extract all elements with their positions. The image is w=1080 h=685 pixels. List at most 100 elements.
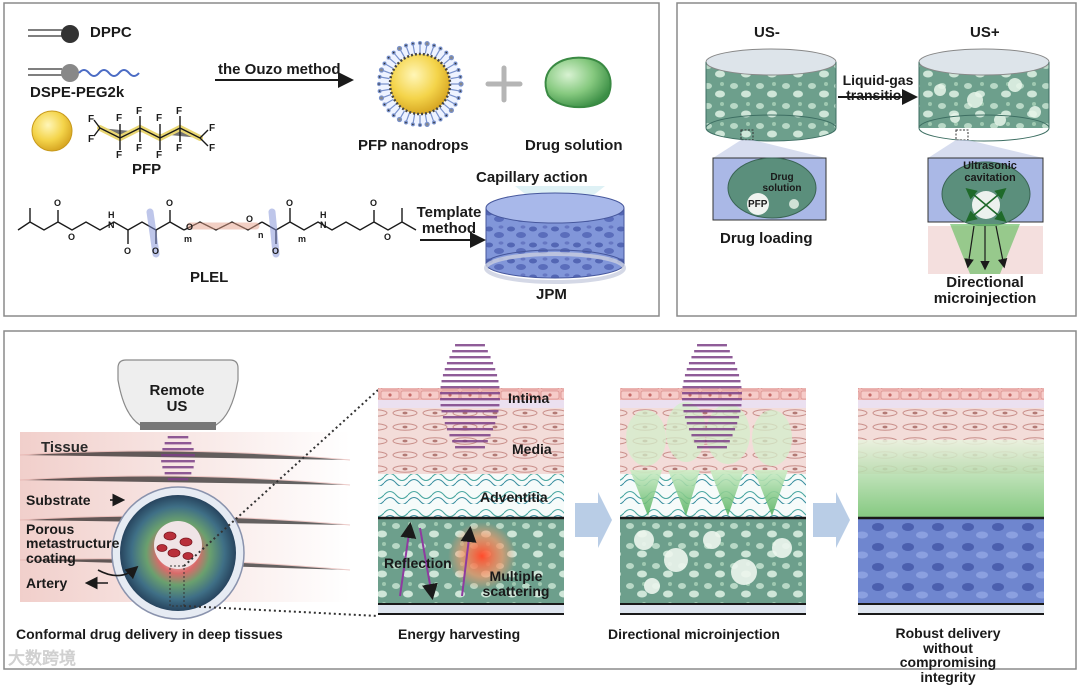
- media-label: Media: [512, 441, 552, 457]
- drug-loading-inset: [712, 157, 827, 221]
- us-wave-line: [452, 350, 488, 353]
- fluorine-atom-label: F: [88, 134, 94, 145]
- lipid-head: [386, 55, 391, 60]
- us-wave-line: [682, 386, 742, 389]
- lipid-tail: [448, 69, 458, 74]
- fluorine-atom-label: F: [116, 113, 122, 124]
- oxygen-atom-label: O: [68, 232, 75, 242]
- nitrogen-atom-label: N: [108, 220, 115, 230]
- us-waves-tile-3: [682, 344, 742, 449]
- microinjection-jets: [928, 224, 1043, 274]
- caption-robust-delivery: Robust delivery without compromising int…: [895, 625, 1001, 685]
- fluorine-atom-label: F: [156, 150, 162, 161]
- us-wave-line: [440, 392, 500, 395]
- lipid-tail: [385, 63, 394, 70]
- artery-label: Artery: [26, 575, 68, 591]
- jpm-label: JPM: [536, 286, 567, 303]
- lipid-head: [418, 40, 423, 45]
- drug-loading-label: Drug loading: [720, 230, 813, 247]
- lipid-head: [444, 113, 449, 118]
- us-wave-line: [683, 380, 741, 383]
- lipid-head: [403, 43, 408, 48]
- lipid-head: [377, 89, 382, 94]
- lipid-tail: [446, 63, 455, 70]
- remote-us-label: Remote US: [149, 382, 205, 415]
- lipid-tail: [450, 88, 460, 92]
- artery-cross-section: [111, 486, 245, 620]
- us-wave-line: [691, 356, 733, 359]
- pfp-nanodrop-icon: [377, 40, 464, 127]
- dspe-peg2k-icon: [28, 64, 140, 82]
- directional-microinjection-label: Directional microinjection: [933, 274, 1037, 307]
- lipid-tail: [405, 46, 410, 56]
- lipid-head: [378, 95, 385, 101]
- fluorine-atom-label: F: [176, 106, 182, 117]
- fluorine-atom-label: F: [156, 113, 162, 124]
- us-wave-line: [164, 442, 192, 445]
- us-wave-line: [697, 446, 727, 449]
- drug-solution-inset-label: Drug solution: [762, 172, 802, 194]
- zoom-lines: [183, 389, 379, 617]
- lipid-tail: [450, 76, 460, 80]
- plel-atom-labels: OO HN OO Om On OO Om HN OO: [54, 198, 391, 256]
- fluorine-atom-label: F: [209, 123, 215, 134]
- lipid-head: [458, 89, 463, 94]
- us-wave-line: [446, 362, 494, 365]
- us-minus-cylinder: [705, 48, 837, 142]
- lipid-head: [377, 81, 382, 86]
- flow-chevron-1: [575, 492, 612, 548]
- oxygen-atom-label: O: [152, 246, 159, 256]
- pfp-nanodrops-label: PFP nanodrops: [358, 137, 469, 154]
- subscript-m-label: m: [298, 234, 306, 244]
- fluorine-atom-label: F: [88, 114, 94, 125]
- lipid-tail: [385, 98, 394, 105]
- us-wave-line: [162, 466, 194, 469]
- us-wave-line: [688, 428, 736, 431]
- lipid-tail: [448, 94, 458, 99]
- lipid-tail: [412, 44, 416, 54]
- reflection-label: Reflection: [384, 555, 452, 571]
- caption-energy-harvesting: Energy harvesting: [398, 626, 521, 642]
- us-wave-line: [682, 398, 742, 401]
- us-wave-line: [452, 440, 488, 443]
- us-wave-line: [161, 454, 195, 457]
- oxygen-atom-label: O: [246, 214, 253, 224]
- us-wave-line: [449, 434, 491, 437]
- lipid-head: [458, 74, 463, 79]
- us-minus-label: US-: [754, 24, 780, 41]
- lipid-head: [386, 108, 391, 113]
- lipid-head: [432, 43, 437, 48]
- lipid-head: [378, 67, 385, 73]
- pfp-molecule-skeleton: [93, 116, 209, 150]
- lipid-head: [382, 61, 387, 66]
- oxygen-atom-label: O: [286, 198, 293, 208]
- lipid-tail: [380, 88, 390, 92]
- lipid-tail: [439, 107, 447, 116]
- subscript-m-label: m: [184, 234, 192, 244]
- lipid-head: [456, 96, 461, 101]
- us-wave-line: [684, 416, 740, 419]
- drug-solution-icon: [544, 56, 612, 109]
- caption-conformal-delivery: Conformal drug delivery in deep tissues: [16, 626, 283, 642]
- us-wave-line: [694, 350, 730, 353]
- template-method-label: Template method: [416, 204, 482, 237]
- lipid-head: [418, 122, 423, 127]
- nitrogen-atom-label: N: [320, 220, 327, 230]
- us-wave-line: [684, 374, 740, 377]
- lipid-tail: [439, 52, 447, 61]
- lipid-head: [424, 41, 430, 47]
- fluorine-atom-label: F: [209, 143, 215, 154]
- us-wave-line: [455, 344, 485, 347]
- lipid-tail: [393, 107, 401, 116]
- robust-delivery-tile: [858, 388, 1044, 615]
- us-wave-line: [441, 380, 499, 383]
- lipid-head: [377, 74, 382, 79]
- us-wave-line: [442, 416, 498, 419]
- multiple-scattering-label: Multiple scattering: [482, 568, 550, 599]
- us-plus-label: US+: [970, 24, 1000, 41]
- lipid-head: [382, 102, 387, 107]
- pfp-label: PFP: [132, 161, 162, 178]
- lipid-tail: [388, 57, 397, 65]
- jpm-cylinder: [484, 192, 626, 284]
